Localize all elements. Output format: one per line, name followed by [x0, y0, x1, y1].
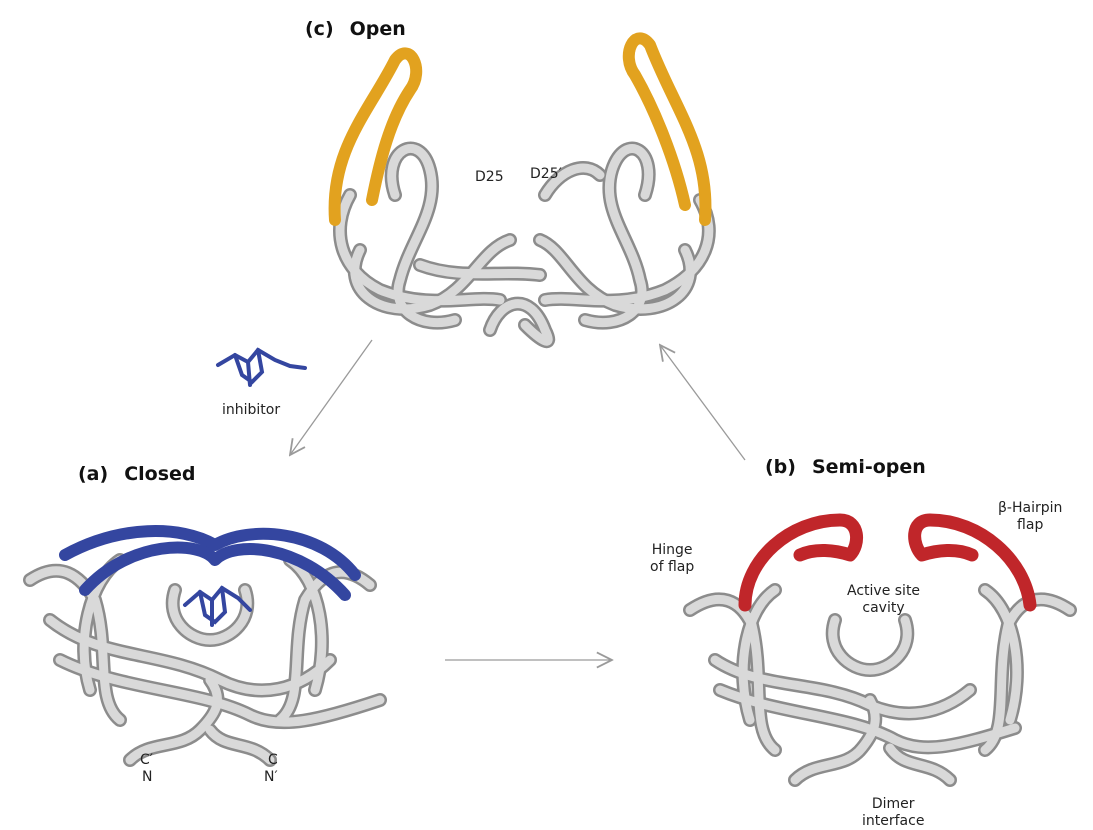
c-label: C — [268, 752, 278, 768]
dimer-label: Dimer interface — [862, 796, 924, 830]
inhibitor-molecule-free — [218, 350, 305, 385]
panel-title-open: Open — [350, 18, 406, 40]
inhibitor-label: inhibitor — [222, 402, 280, 419]
hairpin-label-line1: β-Hairpin — [998, 500, 1062, 517]
panel-label-open: (c) Open — [305, 18, 406, 40]
panel-title-semiopen: Semi-open — [812, 456, 926, 478]
panel-letter-closed: (a) — [78, 463, 108, 485]
d25-prime-label: D25′ — [530, 166, 562, 182]
hairpin-label: β-Hairpin flap — [998, 500, 1062, 534]
active-site-label: Active site cavity — [847, 583, 920, 617]
dimer-label-line2: interface — [862, 813, 924, 830]
arrow-open-to-closed — [290, 340, 372, 455]
hinge-label-line1: Hinge — [650, 542, 694, 559]
panel-label-closed: (a) Closed — [78, 463, 196, 485]
panel-letter-semiopen: (b) — [765, 456, 796, 478]
hinge-label-line2: of flap — [650, 559, 694, 576]
closed-structure — [30, 531, 380, 760]
arrow-semiopen-to-open — [660, 345, 745, 460]
panel-label-semiopen: (b) Semi-open — [765, 456, 926, 478]
n-label: N — [142, 769, 152, 785]
d25-label: D25 — [475, 169, 504, 185]
active-site-label-line1: Active site — [847, 583, 920, 600]
c-prime-label: C′ — [140, 752, 153, 768]
hinge-label: Hinge of flap — [650, 542, 694, 576]
panel-letter-open: (c) — [305, 18, 334, 40]
hairpin-label-line2: flap — [998, 517, 1062, 534]
dimer-label-line1: Dimer — [862, 796, 924, 813]
panel-title-closed: Closed — [124, 463, 195, 485]
open-structure — [335, 38, 709, 341]
active-site-label-line2: cavity — [847, 600, 920, 617]
semiopen-structure — [690, 520, 1070, 780]
n-prime-label: N′ — [264, 769, 278, 785]
